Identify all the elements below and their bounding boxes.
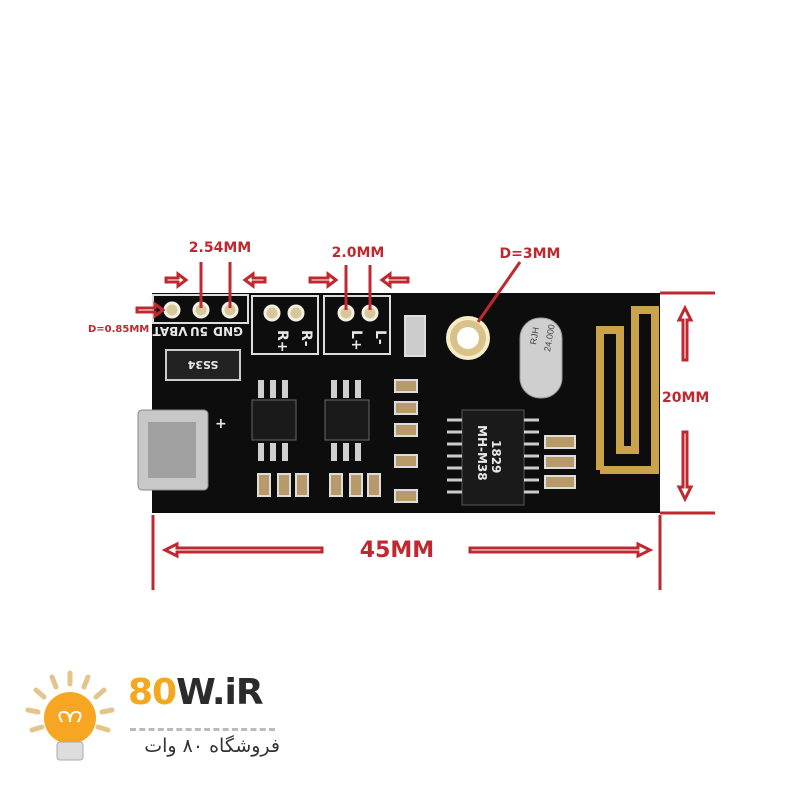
dim-pin-pitch-power: 2.54MM (189, 240, 251, 256)
crystal-label-freq: 24.000 (542, 323, 557, 352)
brand-tagline: فروشگاه ۸۰ وات (144, 735, 280, 757)
brand-logo-text: W.iR (176, 672, 264, 713)
dimension-markers (135, 261, 715, 590)
brand-logo-number: 80 (128, 672, 177, 713)
pin-label-gnd: GND (213, 324, 243, 338)
diode (165, 349, 241, 381)
antenna-trace (596, 306, 659, 474)
chip-label-model: MH-M38 (475, 425, 489, 481)
dim-length: 45MM (360, 538, 434, 563)
pin-label-r-minus: R- (298, 330, 314, 347)
pin-label-r-plus: R+ (274, 330, 290, 353)
bt-chip (461, 409, 525, 506)
passive-components (257, 315, 576, 503)
dim-pin-pitch-audio: 2.0MM (332, 245, 385, 261)
crystal-label-maker: RJH (528, 326, 541, 345)
pin-label-vbat: VBAT (152, 324, 188, 338)
dim-mount-hole: D=3MM (500, 246, 561, 262)
crystal (519, 317, 563, 399)
usb-plus-label: + (215, 416, 227, 432)
brand-logo: 80W.iR (128, 672, 264, 713)
pin-label-l-plus: L+ (348, 330, 364, 351)
pin-label-l-minus: L- (372, 330, 388, 345)
logo-divider (130, 728, 275, 731)
pin-label-5u: 5U (190, 324, 208, 338)
lightbulb-icon (25, 670, 115, 761)
chip-label-date: 1829 (489, 440, 503, 473)
amp-chip-left (324, 399, 370, 441)
amp-chip-right (251, 399, 297, 441)
dim-pin-hole: D=0.85MM (88, 324, 149, 335)
dim-width: 20MM (662, 390, 709, 406)
diode-label: SS34 (187, 358, 218, 371)
